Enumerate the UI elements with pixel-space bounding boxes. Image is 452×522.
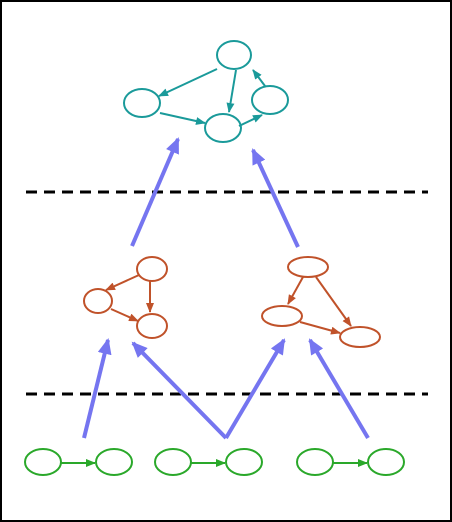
flow-bottom-2-to-middle-left bbox=[131, 341, 228, 440]
bottom-pair-3 bbox=[296, 448, 405, 476]
bottom-pair-2-node-a bbox=[154, 448, 192, 476]
bottom-pair-3-node-a bbox=[296, 448, 334, 476]
middle-right-edge-a-c bbox=[315, 276, 352, 327]
top-edge-a-b bbox=[158, 68, 218, 97]
middle-left-node-a bbox=[136, 256, 168, 282]
middle-right-node-c bbox=[339, 326, 381, 348]
middle-left-edge-a-b bbox=[105, 274, 140, 291]
bottom-pair-1-node-b bbox=[95, 448, 133, 476]
bottom-pair-1-node-a bbox=[24, 448, 62, 476]
middle-right-node-b bbox=[261, 305, 303, 327]
middle-left-edge-b-c bbox=[110, 308, 139, 322]
top-edge-a-d bbox=[226, 69, 237, 113]
bottom-pair-3-node-b bbox=[367, 448, 405, 476]
top-node-c bbox=[251, 85, 289, 115]
flow-middle-right-to-top bbox=[251, 148, 300, 248]
flow-arrows bbox=[82, 137, 370, 440]
top-node-b bbox=[123, 88, 161, 118]
middle-right-edge-a-b bbox=[287, 276, 304, 305]
top-cluster bbox=[123, 40, 289, 143]
middle-right-cluster bbox=[261, 256, 381, 348]
bottom-pair-2-node-b bbox=[225, 448, 263, 476]
top-node-d bbox=[204, 113, 242, 143]
bottom-pair-2 bbox=[154, 448, 263, 476]
middle-right-edge-b-c bbox=[299, 321, 341, 335]
flow-middle-left-to-top bbox=[130, 137, 180, 247]
flow-bottom-3-to-middle-right bbox=[308, 338, 370, 440]
top-edge-d-c bbox=[238, 114, 263, 127]
middle-left-node-b bbox=[83, 288, 113, 314]
middle-left-cluster bbox=[83, 256, 168, 339]
top-edge-c-a bbox=[252, 69, 266, 87]
flow-bottom-1-to-middle-left bbox=[82, 338, 112, 439]
top-edge-b-d bbox=[159, 112, 206, 125]
flow-bottom-2-to-middle-right bbox=[224, 338, 286, 440]
bottom-pair-1 bbox=[24, 448, 133, 476]
middle-right-node-a bbox=[287, 256, 329, 278]
top-node-a bbox=[216, 40, 252, 70]
middle-left-node-c bbox=[136, 313, 168, 339]
